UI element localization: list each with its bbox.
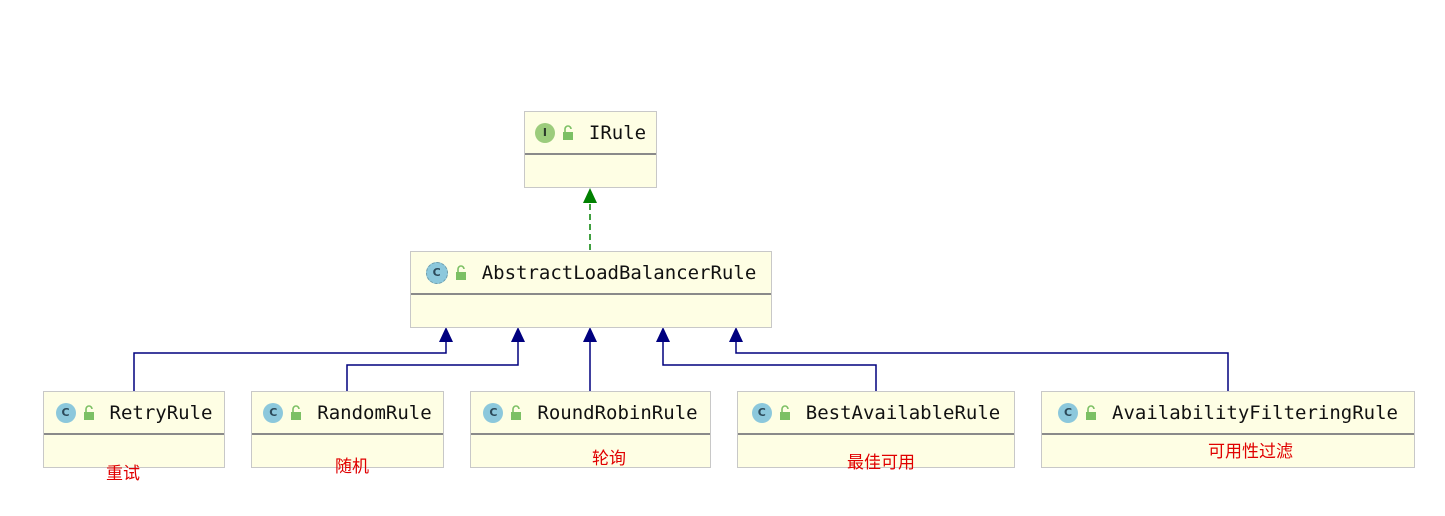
class-box-header: C RetryRule bbox=[44, 392, 224, 435]
class-box-random-rule[interactable]: C RandomRule bbox=[251, 391, 444, 468]
class-icon: C bbox=[483, 402, 504, 423]
extends-arrowhead-best bbox=[656, 327, 670, 342]
class-icon: C bbox=[1058, 402, 1078, 423]
note-roundrobin: 轮询 bbox=[592, 449, 626, 469]
extends-line-random bbox=[346, 341, 519, 391]
class-box-header: C RandomRule bbox=[252, 392, 443, 435]
unlocked-icon bbox=[291, 404, 302, 420]
class-box-irule[interactable]: I IRule bbox=[524, 111, 657, 188]
note-availability: 可用性过滤 bbox=[1208, 442, 1293, 462]
unlocked-icon bbox=[562, 124, 573, 140]
class-name: RetryRule bbox=[109, 401, 213, 424]
extends-arrowhead-retry bbox=[439, 327, 453, 342]
note-best: 最佳可用 bbox=[847, 453, 915, 473]
extends-line-retry bbox=[133, 341, 447, 391]
class-icon: C bbox=[55, 402, 76, 423]
unlocked-icon bbox=[83, 404, 94, 420]
class-box-header: C AbstractLoadBalancerRule bbox=[411, 252, 771, 295]
class-box-round-robin-rule[interactable]: C RoundRobinRule bbox=[470, 391, 711, 468]
note-random: 随机 bbox=[335, 457, 369, 477]
unlocked-icon bbox=[779, 404, 790, 420]
interface-icon: I bbox=[534, 122, 555, 143]
unlocked-icon bbox=[1086, 404, 1096, 420]
class-name: AvailabilityFilteringRule bbox=[1112, 401, 1398, 424]
extends-arrowhead-availability bbox=[729, 327, 743, 342]
unlocked-icon bbox=[455, 264, 466, 280]
class-box-header: C BestAvailableRule bbox=[738, 392, 1014, 435]
class-box-header: C AvailabilityFilteringRule bbox=[1042, 392, 1414, 435]
extends-arrowhead-random bbox=[511, 327, 525, 342]
implements-arrowhead bbox=[583, 188, 597, 203]
class-name: RoundRobinRule bbox=[537, 401, 698, 424]
class-box-retry-rule[interactable]: C RetryRule bbox=[43, 391, 225, 468]
class-name: RandomRule bbox=[317, 401, 432, 424]
abstract-class-icon: C bbox=[425, 261, 448, 284]
class-box-availability-filtering-rule[interactable]: C AvailabilityFilteringRule bbox=[1041, 391, 1415, 468]
extends-line-availability bbox=[735, 341, 1229, 391]
unlocked-icon bbox=[511, 404, 522, 420]
class-box-header: C RoundRobinRule bbox=[471, 392, 710, 435]
class-icon: C bbox=[751, 402, 772, 423]
extends-arrowhead-roundrobin bbox=[583, 327, 597, 342]
class-box-abstract-load-balancer-rule[interactable]: C AbstractLoadBalancerRule bbox=[410, 251, 772, 328]
class-box-header: I IRule bbox=[525, 112, 656, 155]
extends-line-best bbox=[662, 341, 877, 391]
class-box-best-available-rule[interactable]: C BestAvailableRule bbox=[737, 391, 1015, 468]
class-name: BestAvailableRule bbox=[805, 401, 1001, 424]
class-icon: C bbox=[263, 402, 284, 423]
class-name: AbstractLoadBalancerRule bbox=[481, 261, 757, 284]
note-retry: 重试 bbox=[106, 464, 140, 484]
class-name: IRule bbox=[588, 121, 647, 144]
